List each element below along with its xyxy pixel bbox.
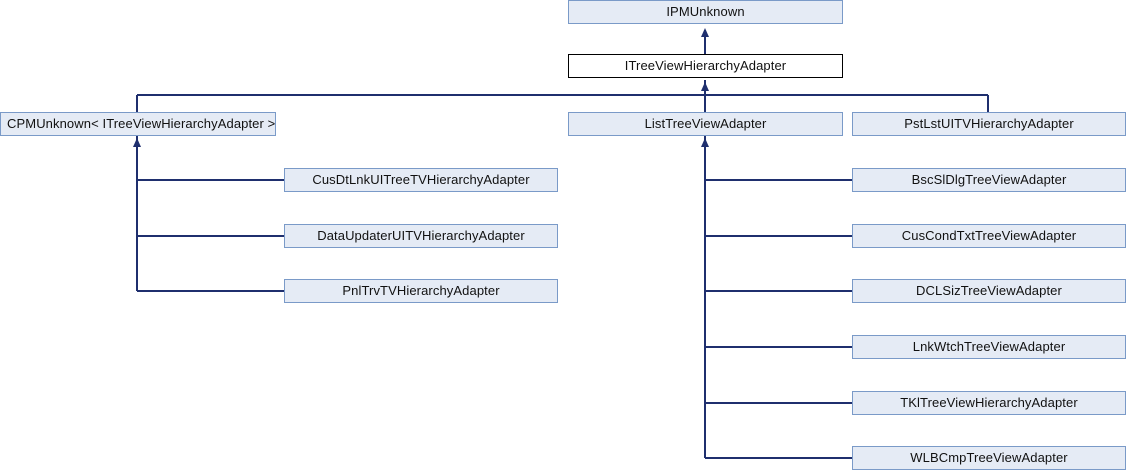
node-ipmunknown-label: IPMUnknown [666,4,745,19]
arrowhead-into-itreeviewhierarchyadapter [701,82,709,91]
arrowhead-into-cpmunknown [133,138,141,147]
node-cuscondtxttreeviewadapter[interactable]: CusCondTxtTreeViewAdapter [852,224,1126,248]
node-listtreeviewadapter[interactable]: ListTreeViewAdapter [568,112,843,136]
node-ipmunknown[interactable]: IPMUnknown [568,0,843,24]
node-pnltrvtvhierarchyadapter-label: PnlTrvTVHierarchyAdapter [342,283,500,298]
node-bscsldlgtreeviewadapter[interactable]: BscSlDlgTreeViewAdapter [852,168,1126,192]
node-dclsiztreeviewadapter[interactable]: DCLSizTreeViewAdapter [852,279,1126,303]
node-listtreeviewadapter-label: ListTreeViewAdapter [644,116,767,131]
node-dataupdateruitvhierarchyadapter-label: DataUpdaterUITVHierarchyAdapter [317,228,525,243]
node-itreeviewhierarchyadapter-label: ITreeViewHierarchyAdapter [624,58,787,73]
node-wlbcmptreeviewadapter[interactable]: WLBCmpTreeViewAdapter [852,446,1126,470]
node-cpmunknown[interactable]: CPMUnknown< ITreeViewHierarchyAdapter > [0,112,276,136]
arrowhead-into-listtreeviewadapter [701,138,709,147]
node-bscsldlgtreeviewadapter-label: BscSlDlgTreeViewAdapter [911,172,1067,187]
node-cusdtlnkuitreetvhierarchyadapter[interactable]: CusDtLnkUITreeTVHierarchyAdapter [284,168,558,192]
node-dclsiztreeviewadapter-label: DCLSizTreeViewAdapter [916,283,1062,298]
node-lnkwtchtreeviewadapter[interactable]: LnkWtchTreeViewAdapter [852,335,1126,359]
node-cusdtlnkuitreetvhierarchyadapter-label: CusDtLnkUITreeTVHierarchyAdapter [312,172,530,187]
node-pstlstuitvhierarchyadapter[interactable]: PstLstUITVHierarchyAdapter [852,112,1126,136]
node-itreeviewhierarchyadapter[interactable]: ITreeViewHierarchyAdapter [568,54,843,78]
node-pnltrvtvhierarchyadapter[interactable]: PnlTrvTVHierarchyAdapter [284,279,558,303]
node-lnkwtchtreeviewadapter-label: LnkWtchTreeViewAdapter [912,339,1066,354]
node-tkltreeviewhierarchyadapter[interactable]: TKlTreeViewHierarchyAdapter [852,391,1126,415]
node-wlbcmptreeviewadapter-label: WLBCmpTreeViewAdapter [910,450,1068,465]
arrowhead-into-ipmunknown [701,28,709,37]
node-cpmunknown-label: CPMUnknown< ITreeViewHierarchyAdapter > [7,116,276,131]
node-dataupdateruitvhierarchyadapter[interactable]: DataUpdaterUITVHierarchyAdapter [284,224,558,248]
node-pstlstuitvhierarchyadapter-label: PstLstUITVHierarchyAdapter [904,116,1074,131]
node-cuscondtxttreeviewadapter-label: CusCondTxtTreeViewAdapter [901,228,1077,243]
node-tkltreeviewhierarchyadapter-label: TKlTreeViewHierarchyAdapter [900,395,1078,410]
